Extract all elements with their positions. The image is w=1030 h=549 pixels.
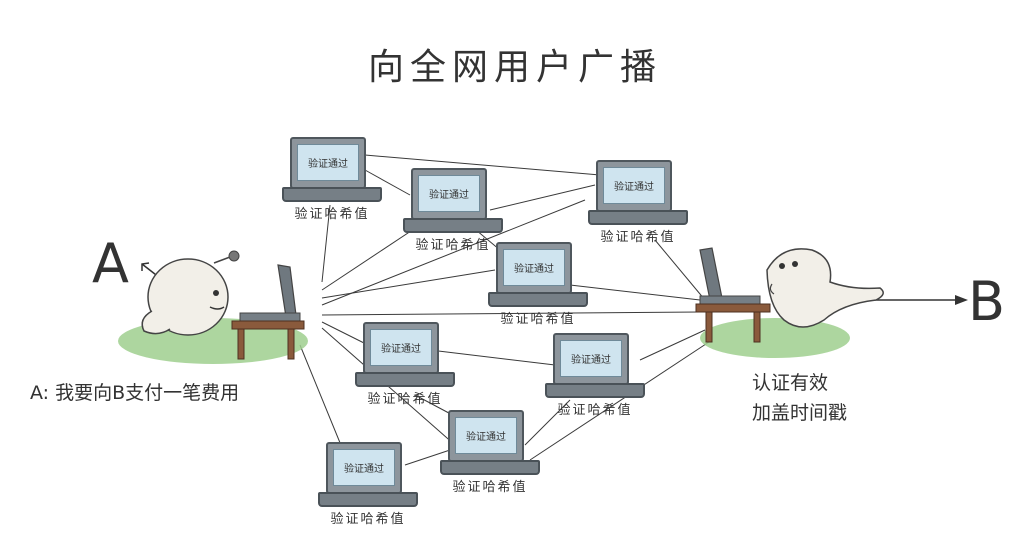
node-screen-text: 验证通过 <box>466 432 506 443</box>
node-screen-text: 验证通过 <box>614 182 654 193</box>
network-node: 验证通过 验证哈希值 <box>318 442 418 527</box>
node-screen-text: 验证通过 <box>514 264 554 275</box>
node-screen-text: 验证通过 <box>381 344 421 355</box>
node-label: 验证哈希值 <box>367 392 443 407</box>
link-n1-n2 <box>364 169 411 196</box>
page-title: 向全网用户广播 <box>367 47 662 88</box>
arrow-head-b <box>955 295 968 305</box>
link-n7-b <box>529 339 713 461</box>
sender-letter: A <box>92 232 129 295</box>
node-label: 验证哈希值 <box>452 480 528 495</box>
network-node: 验证通过 验证哈希值 <box>355 322 455 407</box>
receiver-grass <box>700 318 850 358</box>
node-label: 验证哈希值 <box>500 312 576 327</box>
link-a-n1 <box>321 204 331 283</box>
node-label: 验证哈希值 <box>415 238 491 253</box>
link-a-b <box>321 311 701 316</box>
receiver-caption-line1: 认证有效 <box>752 372 829 394</box>
receiver-character-illustration <box>695 247 884 343</box>
sender-character-illustration <box>141 250 305 360</box>
node-label: 验证哈希值 <box>294 207 370 222</box>
laptop-icon: 验证通过 <box>403 168 503 233</box>
node-screen-text: 验证通过 <box>429 190 469 201</box>
laptop-icon: 验证通过 <box>488 242 588 307</box>
receiver-letter: B <box>968 270 1006 333</box>
link-a-n4 <box>321 199 586 306</box>
network-node: 验证通过 验证哈希值 <box>588 160 688 245</box>
node-screen-text: 验证通过 <box>308 159 348 170</box>
link-a-n3 <box>321 269 496 299</box>
link-a-n5 <box>321 321 369 346</box>
link-n2-n4 <box>489 184 596 211</box>
receiver-caption-line2: 加盖时间戳 <box>752 402 848 424</box>
sender-caption: A: 我要向B支付一笔费用 <box>30 382 240 404</box>
link-n8-n7 <box>404 449 451 466</box>
link-n7-n6 <box>524 399 571 446</box>
network-node: 验证通过 验证哈希值 <box>488 242 588 327</box>
link-n6-b <box>639 329 706 361</box>
link-n4-b <box>654 239 706 301</box>
node-label: 验证哈希值 <box>330 512 406 527</box>
laptop-icon: 验证通过 <box>440 410 540 475</box>
node-label: 验证哈希值 <box>600 230 676 245</box>
network-node: 验证通过 验证哈希值 <box>545 333 645 418</box>
link-n5-n6 <box>429 349 556 366</box>
link-a-n2 <box>321 224 421 291</box>
laptop-icon: 验证通过 <box>282 137 382 202</box>
laptop-icon: 验证通过 <box>545 333 645 398</box>
link-n3-b <box>569 284 701 301</box>
laptop-icon: 验证通过 <box>318 442 418 507</box>
link-a-n8 <box>299 344 346 456</box>
laptop-icon: 验证通过 <box>588 160 688 225</box>
node-label: 验证哈希值 <box>557 403 633 418</box>
node-screen-text: 验证通过 <box>344 464 384 475</box>
laptop-icon: 验证通过 <box>355 322 455 387</box>
link-n1-n4 <box>364 154 601 176</box>
network-node: 验证通过 验证哈希值 <box>403 168 503 253</box>
network-node: 验证通过 验证哈希值 <box>282 137 382 222</box>
node-screen-text: 验证通过 <box>571 355 611 366</box>
network-node: 验证通过 验证哈希值 <box>440 410 540 495</box>
